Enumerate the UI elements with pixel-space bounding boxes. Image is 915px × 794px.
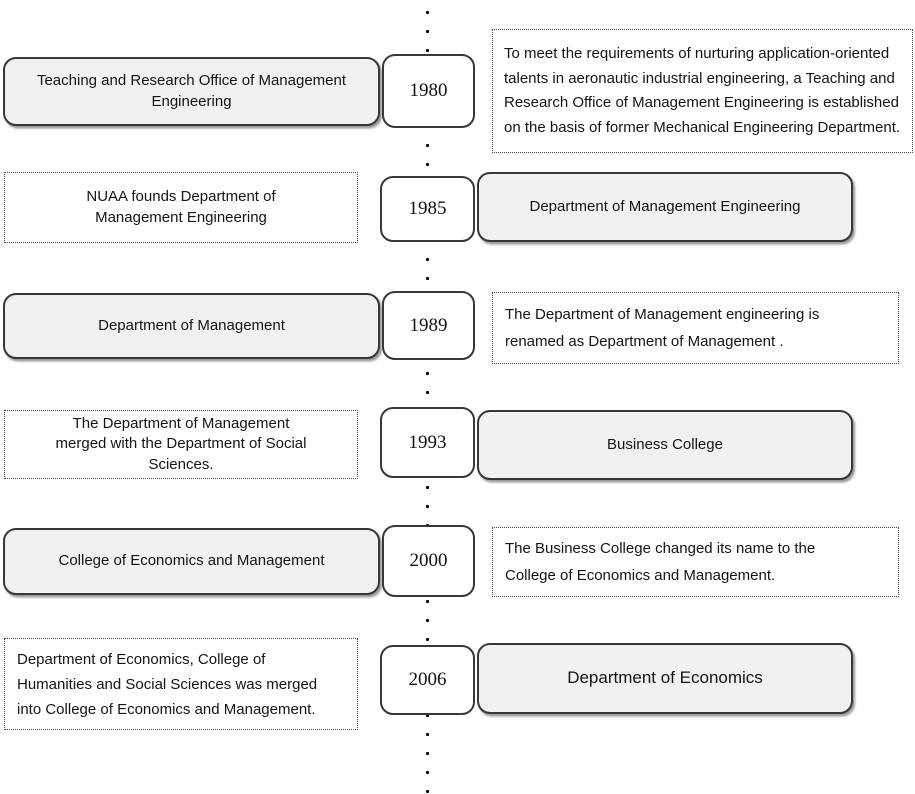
year-1985-box: 1985 bbox=[380, 176, 475, 242]
event-2006-left-box: Department of Economics, College of Huma… bbox=[4, 638, 358, 730]
year-1993-box: 1993 bbox=[380, 407, 475, 478]
event-2000-right-box: The Business College changed its name to… bbox=[492, 527, 899, 597]
event-1980-left-box: Teaching and Research Office of Manageme… bbox=[3, 57, 380, 126]
event-1985-right-box: Department of Management Engineering bbox=[477, 172, 853, 242]
event-1989-right-box: The Department of Management engineering… bbox=[492, 292, 899, 364]
event-2000-left-box: College of Economics and Management bbox=[3, 528, 380, 595]
event-1985-left-box: NUAA founds Department of Management Eng… bbox=[4, 172, 358, 243]
year-2006-box: 2006 bbox=[380, 645, 475, 715]
timeline-dotted-line bbox=[425, 0, 430, 794]
event-2006-right-box: Department of Economics bbox=[477, 643, 853, 714]
year-2000-box: 2000 bbox=[382, 525, 475, 597]
event-1980-right-box: To meet the requirements of nurturing ap… bbox=[492, 29, 913, 153]
event-1989-left-box: Department of Management bbox=[3, 293, 380, 359]
event-1993-right-box: Business College bbox=[477, 410, 853, 480]
year-1980-box: 1980 bbox=[382, 54, 475, 128]
event-1993-left-box: The Department of Management merged with… bbox=[4, 410, 358, 479]
year-1989-box: 1989 bbox=[382, 291, 475, 360]
